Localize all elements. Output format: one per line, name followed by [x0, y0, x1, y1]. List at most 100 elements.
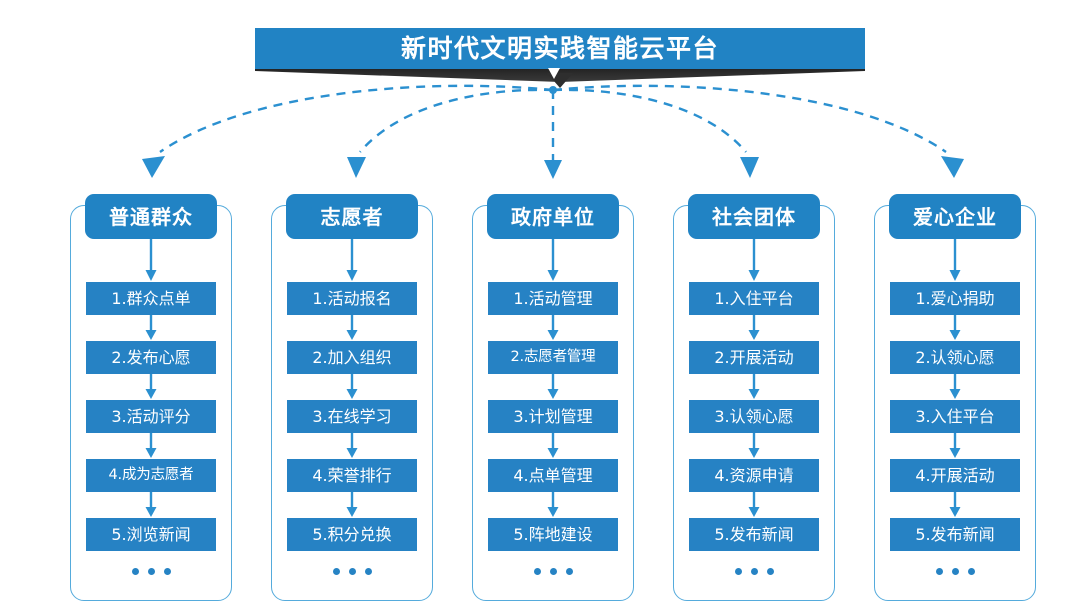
- arrowhead-col-2: [544, 160, 562, 179]
- column-header-ordinary-public[interactable]: 普通群众: [85, 194, 217, 239]
- connector-to-col-4: [552, 84, 947, 153]
- step-label: 2.认领心愿: [915, 347, 995, 367]
- step-box[interactable]: 3.计划管理: [488, 400, 618, 433]
- step-label: 4.荣誉排行: [312, 465, 392, 485]
- step-label: 1.爱心捐助: [915, 288, 995, 308]
- step-label: 3.活动评分: [111, 406, 191, 426]
- column-steps-government-unit: 1.活动管理 2.志愿者管理 3.计划管理 4.点单管理 5.阵地建设: [473, 239, 633, 602]
- step-arrow-icon: [346, 239, 358, 281]
- step-label: 5.阵地建设: [513, 524, 593, 544]
- role-column-social-group: 社会团体 1.入住平台 2.开展活动 3.认领心愿 4.资源申请 5.发布新闻: [673, 194, 835, 602]
- step-arrow-icon: [547, 433, 559, 458]
- dot-icon: [147, 568, 155, 575]
- step-arrow-icon: [949, 492, 961, 517]
- step-label: 2.志愿者管理: [510, 349, 596, 366]
- step-arrow-icon: [547, 239, 559, 281]
- step-label: 4.资源申请: [714, 465, 794, 485]
- step-box[interactable]: 4.开展活动: [890, 459, 1020, 492]
- column-header-label: 爱心企业: [913, 204, 997, 229]
- step-label: 4.成为志愿者: [108, 467, 194, 484]
- step-box[interactable]: 2.开展活动: [689, 341, 819, 374]
- connector-hub: [549, 86, 557, 94]
- arrowhead-col-1: [347, 157, 366, 178]
- dot-icon: [549, 568, 557, 575]
- dot-icon: [565, 568, 573, 575]
- step-box[interactable]: 4.点单管理: [488, 459, 618, 492]
- role-column-government-unit: 政府单位 1.活动管理 2.志愿者管理 3.计划管理 4.点单管理 5.阵地建设: [472, 194, 634, 602]
- more-items-ellipsis[interactable]: [935, 568, 975, 575]
- dot-icon: [364, 568, 372, 575]
- step-box[interactable]: 5.积分兑换: [287, 518, 417, 551]
- column-header-volunteer[interactable]: 志愿者: [286, 194, 418, 239]
- step-box[interactable]: 5.浏览新闻: [86, 518, 216, 551]
- column-header-label: 政府单位: [511, 204, 595, 229]
- more-items-ellipsis[interactable]: [533, 568, 573, 575]
- step-box[interactable]: 1.活动报名: [287, 282, 417, 315]
- step-arrow-icon: [949, 374, 961, 399]
- step-box[interactable]: 1.活动管理: [488, 282, 618, 315]
- more-items-ellipsis[interactable]: [734, 568, 774, 575]
- step-label: 4.开展活动: [915, 465, 995, 485]
- step-label: 2.发布心愿: [111, 347, 191, 367]
- step-box[interactable]: 4.成为志愿者: [86, 459, 216, 492]
- step-box[interactable]: 2.发布心愿: [86, 341, 216, 374]
- arrowhead-col-3: [740, 157, 759, 178]
- step-arrow-icon: [547, 492, 559, 517]
- step-box[interactable]: 3.活动评分: [86, 400, 216, 433]
- step-box[interactable]: 2.加入组织: [287, 341, 417, 374]
- step-box[interactable]: 3.在线学习: [287, 400, 417, 433]
- step-label: 5.发布新闻: [915, 524, 995, 544]
- column-header-label: 志愿者: [320, 204, 384, 229]
- step-arrow-icon: [748, 315, 760, 340]
- step-arrow-icon: [145, 492, 157, 517]
- step-label: 1.活动报名: [312, 288, 392, 308]
- page-title: 新时代文明实践智能云平台: [400, 34, 719, 63]
- column-steps-volunteer: 1.活动报名 2.加入组织 3.在线学习 4.荣誉排行 5.积分兑换: [272, 239, 432, 602]
- step-box[interactable]: 1.爱心捐助: [890, 282, 1020, 315]
- step-arrow-icon: [145, 315, 157, 340]
- step-label: 3.在线学习: [312, 406, 392, 426]
- column-steps-caring-enterprise: 1.爱心捐助 2.认领心愿 3.入住平台 4.开展活动 5.发布新闻: [875, 239, 1035, 602]
- step-label: 3.计划管理: [513, 406, 593, 426]
- role-column-ordinary-public: 普通群众 1.群众点单 2.发布心愿 3.活动评分 4.成为志愿者 5.浏览新闻: [70, 194, 232, 601]
- column-header-social-group[interactable]: 社会团体: [688, 194, 820, 239]
- column-header-caring-enterprise[interactable]: 爱心企业: [889, 194, 1021, 239]
- dot-icon: [766, 568, 774, 575]
- step-label: 2.开展活动: [714, 347, 794, 367]
- step-box[interactable]: 5.阵地建设: [488, 518, 618, 551]
- step-box[interactable]: 4.荣誉排行: [287, 459, 417, 492]
- step-box[interactable]: 4.资源申请: [689, 459, 819, 492]
- step-label: 5.积分兑换: [312, 524, 392, 544]
- more-items-ellipsis[interactable]: [131, 568, 171, 575]
- step-arrow-icon: [547, 315, 559, 340]
- step-arrow-icon: [145, 239, 157, 281]
- step-arrow-icon: [949, 433, 961, 458]
- step-label: 4.点单管理: [513, 465, 593, 485]
- step-box[interactable]: 5.发布新闻: [689, 518, 819, 551]
- step-label: 5.发布新闻: [714, 524, 794, 544]
- chevron-down-icon: [548, 68, 560, 79]
- step-box[interactable]: 3.入住平台: [890, 400, 1020, 433]
- arrowhead-col-4: [941, 156, 964, 178]
- step-box[interactable]: 2.认领心愿: [890, 341, 1020, 374]
- step-box[interactable]: 3.认领心愿: [689, 400, 819, 433]
- column-header-label: 普通群众: [109, 204, 193, 229]
- step-arrow-icon: [346, 433, 358, 458]
- step-box[interactable]: 2.志愿者管理: [488, 341, 618, 374]
- role-column-caring-enterprise: 爱心企业 1.爱心捐助 2.认领心愿 3.入住平台 4.开展活动 5.发布新闻: [874, 194, 1036, 602]
- step-label: 2.加入组织: [312, 347, 392, 367]
- step-box[interactable]: 1.入住平台: [689, 282, 819, 315]
- more-items-ellipsis[interactable]: [332, 568, 372, 575]
- step-arrow-icon: [145, 433, 157, 458]
- step-box[interactable]: 1.群众点单: [86, 282, 216, 315]
- step-box[interactable]: 5.发布新闻: [890, 518, 1020, 551]
- connector-to-col-0: [159, 84, 554, 153]
- step-label: 3.入住平台: [915, 406, 995, 426]
- step-label: 3.认领心愿: [714, 406, 794, 426]
- step-arrow-icon: [346, 374, 358, 399]
- column-header-government-unit[interactable]: 政府单位: [487, 194, 619, 239]
- step-label: 1.入住平台: [714, 288, 794, 308]
- column-steps-social-group: 1.入住平台 2.开展活动 3.认领心愿 4.资源申请 5.发布新闻: [674, 239, 834, 602]
